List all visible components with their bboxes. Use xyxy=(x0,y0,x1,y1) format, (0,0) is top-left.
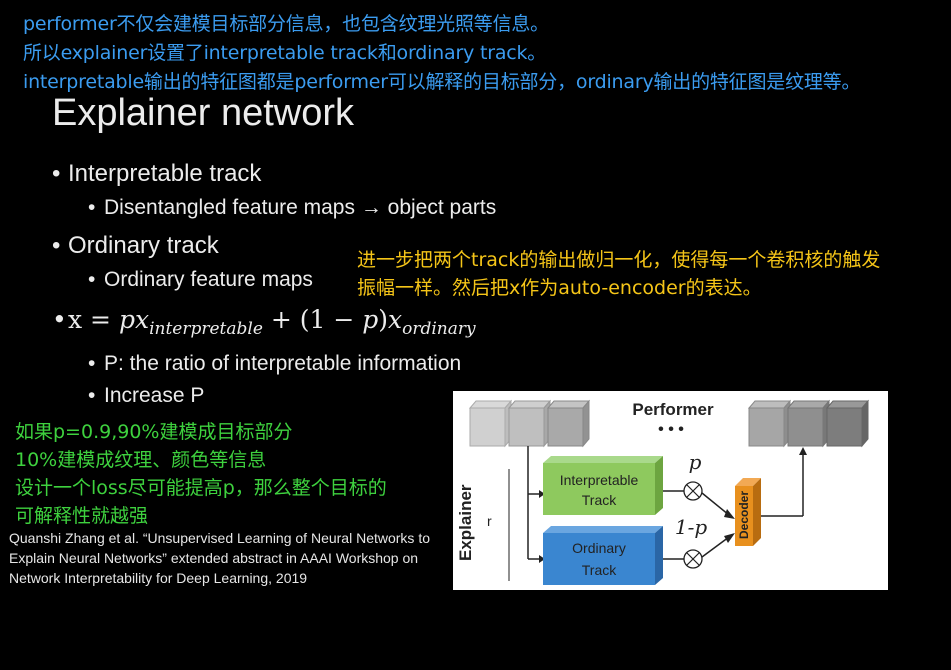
note-green-4: 可解释性就越强 xyxy=(15,505,149,527)
formula-sub-interpretable: interpretable xyxy=(149,319,263,339)
formula-x: x xyxy=(68,305,83,334)
bullet-text: Increase P xyxy=(104,384,205,407)
bullet-dot: • xyxy=(52,160,61,187)
bullet-text: Ordinary track xyxy=(68,232,219,259)
interpretable-label-1: Interpretable xyxy=(560,472,639,488)
formula-eq: = xyxy=(82,305,119,334)
explainer-r-label: r xyxy=(487,513,492,529)
note-green-1: 如果p=0.9,90%建模成目标部分 xyxy=(15,421,293,443)
formula: •x = pxinterpretable + (1 − p)xordinary xyxy=(52,305,476,339)
bullet-increase: • Increase P xyxy=(88,384,204,408)
arrow-head xyxy=(799,447,807,455)
bullet-dot: • xyxy=(88,196,96,219)
arrow-head xyxy=(539,490,545,498)
formula-p: p xyxy=(362,305,379,334)
note-green-3: 设计一个loss尽可能提高p，那么整个目标的 xyxy=(15,477,387,499)
bullet-dot: • xyxy=(88,352,96,375)
note-yellow-2: 振幅一样。然后把x作为auto-encoder的表达。 xyxy=(357,277,762,299)
bullet-dot: • xyxy=(52,232,61,259)
ordinary-label-1: Ordinary xyxy=(572,540,626,556)
bullet-dot: • xyxy=(88,268,96,291)
formula-px: px xyxy=(118,305,150,334)
formula-sub-ordinary: ordinary xyxy=(402,319,476,339)
bullet-text: Disentangled feature maps → object parts xyxy=(104,196,497,219)
explainer-label: Explainer xyxy=(456,484,475,561)
note-blue-2: 所以explainer设置了interpretable track和ordina… xyxy=(23,42,547,64)
decoder-box: Decoder xyxy=(735,478,761,546)
interpretable-track-box: Interpretable Track xyxy=(543,456,663,515)
formula-close: ) xyxy=(378,305,389,334)
slide-title: Explainer network xyxy=(52,92,355,134)
ordinary-label-2: Track xyxy=(582,562,617,578)
bullet-ratio: • P: the ratio of interpretable informati… xyxy=(88,352,461,376)
performer-dots: • • • xyxy=(658,421,684,438)
note-blue-3: interpretable输出的特征图都是performer可以解释的目标部分，… xyxy=(23,71,861,93)
bullet-text: Interpretable track xyxy=(68,160,262,187)
bullet-dot: • xyxy=(88,384,96,407)
ordinary-track-box: Ordinary Track xyxy=(543,526,663,585)
formula-x2: x xyxy=(388,305,403,334)
interpretable-label-2: Track xyxy=(582,492,617,508)
explainer-diagram: Performer • • • Explainer r Interpretabl… xyxy=(453,391,888,590)
bullet-dot: • xyxy=(52,305,67,334)
bullet-interpretable-track: • Interpretable track xyxy=(52,160,261,188)
bullet-text: P: the ratio of interpretable informatio… xyxy=(104,352,462,375)
note-green-2: 10%建模成纹理、颜色等信息 xyxy=(15,449,267,471)
feature-block-right xyxy=(747,399,870,448)
arrow-head xyxy=(539,555,545,563)
note-blue-1: performer不仅会建模目标部分信息，也包含纹理光照等信息。 xyxy=(23,13,549,35)
citation: Quanshi Zhang et al. “Unsupervised Learn… xyxy=(9,530,430,586)
bullet-text: Ordinary feature maps xyxy=(104,268,313,291)
bullet-disentangled: • Disentangled feature maps → object part… xyxy=(88,196,496,220)
note-yellow-1: 进一步把两个track的输出做归一化，使得每一个卷积核的触发 xyxy=(357,249,881,271)
performer-label: Performer xyxy=(632,400,714,419)
feature-block-left xyxy=(468,399,591,448)
decoder-label: Decoder xyxy=(737,491,751,539)
bullet-ordinary-maps: • Ordinary feature maps xyxy=(88,268,313,292)
bullet-ordinary-track: • Ordinary track xyxy=(52,232,219,260)
arrow-to-decoder xyxy=(701,492,730,516)
one-minus-p-label: 1-p xyxy=(675,515,707,539)
arrow-to-decoder xyxy=(701,536,730,558)
p-label: p xyxy=(689,450,702,474)
formula-mid: + (1 − xyxy=(262,305,363,334)
